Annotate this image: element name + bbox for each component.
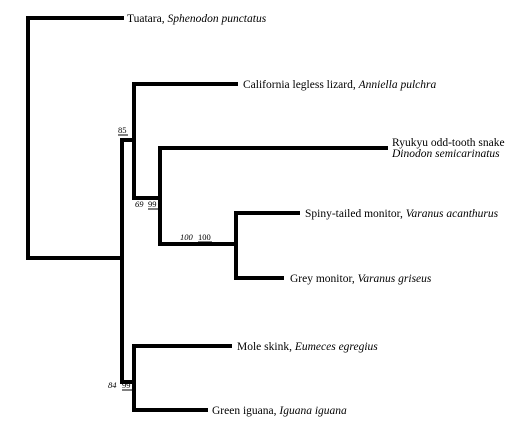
taxon-label-dinodon-common: Ryukyu odd-tooth snake <box>392 137 505 149</box>
taxon-label-anniella: California legless lizard, Anniella pulc… <box>243 79 436 91</box>
support-skink-iguana-underlined: 99 <box>122 380 131 390</box>
support-anniella-group-italic: 69 <box>135 199 144 209</box>
taxon-label-v-griseus: Grey monitor, Varanus griseus <box>290 273 432 285</box>
support-anniella-group-underlined: 99 <box>148 199 157 209</box>
support-squamata-underlined: 85 <box>118 125 127 135</box>
taxon-label-tuatara: Tuatara, Sphenodon punctatus <box>127 13 267 25</box>
support-skink-iguana-italic: 84 <box>108 380 117 390</box>
support-varanus-underlined: 100 <box>198 232 211 242</box>
taxon-label-dinodon-scientific: Dinodon semicarinatus <box>391 148 500 160</box>
taxon-label-eumeces: Mole skink, Eumeces egregius <box>237 341 378 353</box>
taxon-label-iguana: Green iguana, Iguana iguana <box>212 405 347 417</box>
support-varanus-italic: 100 <box>180 232 194 242</box>
taxon-label-v-acanthurus: Spiny-tailed monitor, Varanus acanthurus <box>305 208 499 220</box>
